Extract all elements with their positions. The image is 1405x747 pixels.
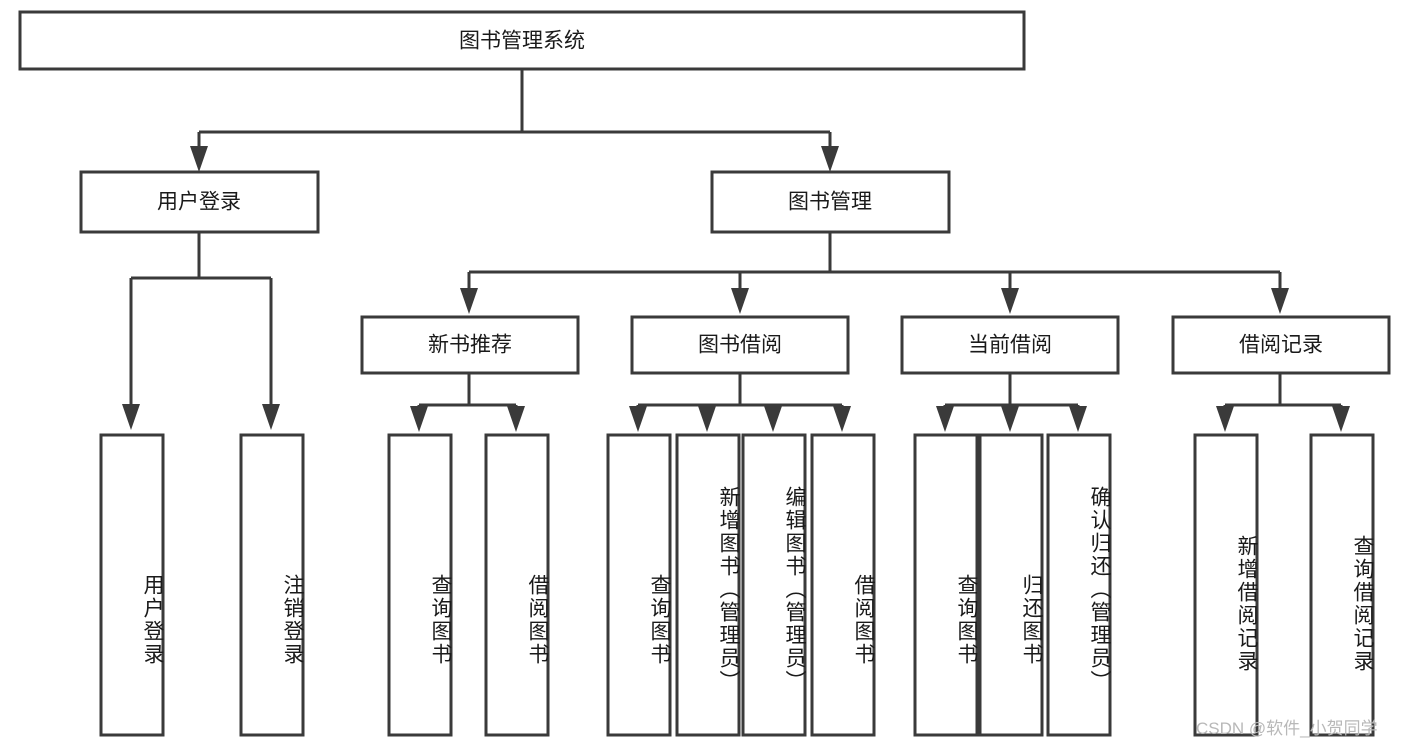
connector-group-current-borrow — [943, 373, 1080, 410]
arrow-root-to-book-manage — [821, 146, 839, 172]
arrow-book-borrow-to-leaf1 — [629, 406, 647, 432]
arrow-book-manage-to-current-borrow — [1001, 288, 1019, 314]
arrow-current-borrow-to-leaf2 — [1001, 406, 1019, 432]
connector-group-borrow-record — [1223, 373, 1343, 410]
arrow-new-book-to-leaf2 — [507, 406, 525, 432]
node-leaf-borrow-book-2[interactable] — [810, 433, 876, 737]
node-book-manage-label: 图书管理 — [788, 191, 872, 214]
arrow-book-manage-to-borrow-record — [1271, 288, 1289, 314]
node-leaf-confirm-return[interactable] — [1046, 433, 1112, 737]
node-leaf-return-book[interactable] — [978, 433, 1044, 737]
node-leaf-add-book[interactable] — [675, 433, 741, 737]
node-new-book-recommend-label: 新书推荐 — [428, 334, 512, 357]
connector-group-book-borrow — [636, 373, 844, 410]
arrow-book-manage-to-new-book — [460, 288, 478, 314]
node-current-borrow[interactable]: 当前借阅 — [900, 315, 1120, 375]
node-leaf-query-record[interactable] — [1309, 433, 1375, 737]
connector-group-root — [197, 70, 832, 148]
node-borrow-record[interactable]: 借阅记录 — [1171, 315, 1391, 375]
arrow-root-to-user-login — [190, 146, 208, 172]
node-leaf-user-login[interactable] — [99, 433, 165, 737]
node-leaf-add-record[interactable] — [1193, 433, 1259, 737]
node-root[interactable]: 图书管理系统 — [18, 10, 1026, 71]
node-leaf-query-book-3[interactable] — [913, 433, 979, 737]
arrow-book-manage-to-book-borrow — [731, 288, 749, 314]
node-leaf-query-book-2[interactable] — [606, 433, 672, 737]
node-new-book-recommend[interactable]: 新书推荐 — [360, 315, 580, 375]
arrow-new-book-to-leaf1 — [410, 406, 428, 432]
node-book-borrow[interactable]: 图书借阅 — [630, 315, 850, 375]
connector-group-user-login — [129, 232, 273, 406]
node-current-borrow-label: 当前借阅 — [968, 334, 1052, 357]
arrow-borrow-record-to-leaf2 — [1332, 406, 1350, 432]
arrow-book-borrow-to-leaf4 — [833, 406, 851, 432]
node-root-label: 图书管理系统 — [459, 30, 585, 53]
connector-group-new-book-recommend — [417, 373, 518, 410]
node-borrow-record-label: 借阅记录 — [1239, 334, 1323, 357]
arrow-current-borrow-to-leaf1 — [936, 406, 954, 432]
arrow-book-borrow-to-leaf2 — [698, 406, 716, 432]
node-leaf-user-logout[interactable] — [239, 433, 305, 737]
arrow-borrow-record-to-leaf1 — [1216, 406, 1234, 432]
node-book-borrow-label: 图书借阅 — [698, 334, 782, 357]
arrow-book-borrow-to-leaf3 — [764, 406, 782, 432]
node-book-manage[interactable]: 图书管理 — [710, 170, 951, 234]
node-leaf-borrow-book-1[interactable] — [484, 433, 550, 737]
connector-group-book-manage — [467, 232, 1282, 290]
node-user-login-label: 用户登录 — [157, 191, 241, 214]
arrow-user-login-to-leaf2 — [262, 404, 280, 430]
arrow-current-borrow-to-leaf3 — [1069, 406, 1087, 432]
node-user-login[interactable]: 用户登录 — [79, 170, 320, 234]
csdn-watermark: CSDN @软件_小贺同学 — [1196, 719, 1378, 738]
node-leaf-edit-book[interactable] — [741, 433, 807, 737]
node-leaf-query-book-1[interactable] — [387, 433, 453, 737]
arrow-user-login-to-leaf1 — [122, 404, 140, 430]
